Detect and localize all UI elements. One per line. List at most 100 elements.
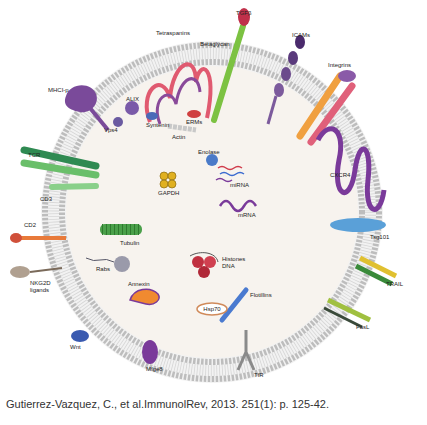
dna-strand (190, 253, 218, 262)
gapdh-subunit (160, 172, 168, 180)
tcr-shape (24, 150, 96, 187)
cd2-shape (10, 233, 66, 243)
protein-label: Hsp70 (196, 302, 228, 316)
mfge8-shape (142, 340, 158, 364)
icam-stalk (268, 96, 276, 124)
tubulin-shape (100, 224, 142, 235)
mirna-strand (218, 167, 242, 170)
alix-shape (125, 101, 139, 115)
flotillin-shape (222, 290, 246, 320)
protein-label: ERMs (186, 119, 202, 126)
protein-label: miRNA (230, 182, 249, 189)
protein-label: CD3 (40, 196, 52, 203)
histone-unit (198, 266, 210, 278)
tetraspanin-loop (157, 79, 200, 124)
protein-label: Flotillins (250, 292, 272, 299)
icam-shape (268, 35, 305, 124)
protein-label: Betaglycan (200, 41, 230, 48)
protein-label: TfR (254, 372, 264, 379)
escrt-proteins (113, 101, 201, 130)
tubulin-stripes (102, 224, 140, 235)
mirna-strand (220, 173, 244, 176)
nkg2d-ligand-shape (10, 266, 62, 278)
protein-label: NKG2D ligands (30, 280, 58, 294)
protein-label: mRNA (238, 212, 256, 219)
vesicle-membrane (41, 41, 383, 383)
protein-label: ALIX (126, 96, 139, 103)
tetraspanin-shape (147, 64, 211, 124)
histone-unit (204, 256, 216, 268)
protein-label: CD2 (24, 222, 36, 229)
integrin-chain (311, 86, 352, 142)
protein-oval: Hsp70 (196, 302, 228, 316)
protein-label: GAPDH (158, 190, 179, 197)
citation-caption: Gutierrez-Vazquez, C., et al.ImmunolRev,… (6, 398, 329, 410)
gapdh-shape (160, 172, 176, 188)
tfr-shape (238, 330, 254, 370)
icam-domain (281, 67, 291, 81)
protein-label: TRAIL (386, 281, 403, 288)
mhc-shape (65, 85, 108, 130)
trail-shape (356, 258, 396, 284)
fasl-shape (324, 300, 370, 327)
protein-label: Actin (172, 134, 185, 141)
mrna-shape (220, 201, 256, 211)
mirna-shape (216, 167, 244, 182)
gapdh-subunit (160, 180, 168, 188)
betaglycan-shape (214, 8, 250, 120)
wnt-shape (71, 330, 89, 342)
protein-label: TCR (28, 152, 40, 159)
protein-label: Tubulin (120, 240, 139, 247)
protein-label: Wnt (70, 344, 81, 351)
tcr-chain (24, 163, 96, 175)
protein-label: Enolase (198, 149, 220, 156)
annexin-shape (130, 289, 159, 304)
cd3-shape (52, 186, 96, 187)
protein-label: Vps4 (104, 127, 118, 134)
ligand-stalk (30, 268, 62, 272)
protein-label: Integrins (328, 62, 351, 69)
tsg101-shape (330, 218, 386, 232)
integrin-head (338, 70, 356, 82)
protein-label: MHCI-p (48, 87, 69, 94)
protein-label: Syntenin (146, 122, 169, 129)
protein-label: Annexin (128, 281, 150, 288)
vps4-shape (113, 117, 123, 127)
protein-label: Tetraspanins (156, 30, 190, 37)
erm-shape (187, 110, 201, 118)
cd2-stalk (20, 236, 66, 240)
vesicle-lumen (66, 66, 358, 358)
lipid-tails (54, 54, 371, 371)
vesicle-rim (41, 41, 383, 383)
enolase-shape (206, 154, 218, 166)
inner-leaflet (62, 62, 362, 362)
mirna-strand (216, 179, 232, 182)
outer-leaflet (45, 45, 379, 379)
protein-label: CXCR4 (330, 172, 350, 179)
exosome-illustration (0, 0, 427, 395)
gapdh-subunit (168, 172, 176, 180)
ligand-head (10, 266, 30, 278)
icam-domain (274, 83, 284, 97)
protein-label: Mfge8 (146, 366, 163, 373)
histone-shape (190, 253, 218, 278)
betaglycan-rod (214, 26, 243, 120)
fasl-chain (328, 300, 370, 320)
rab-body (114, 256, 130, 272)
protein-label: Histones DNA (222, 256, 248, 270)
protein-label: Rabs (96, 266, 110, 273)
rab-anchor (86, 258, 114, 262)
protein-label: TGFβ (236, 10, 251, 17)
gapdh-subunit (168, 180, 176, 188)
histone-unit (192, 256, 204, 268)
actin-shape (168, 126, 196, 130)
cd2-head (10, 233, 22, 243)
syntenin-shape (146, 112, 158, 120)
cxcr4-shape (318, 129, 384, 210)
oval-shape (197, 303, 227, 315)
protein-label: FasL (356, 324, 369, 331)
icam-domain (288, 51, 298, 65)
protein-label: Tsg101 (370, 234, 389, 241)
rab-shape (86, 256, 130, 272)
